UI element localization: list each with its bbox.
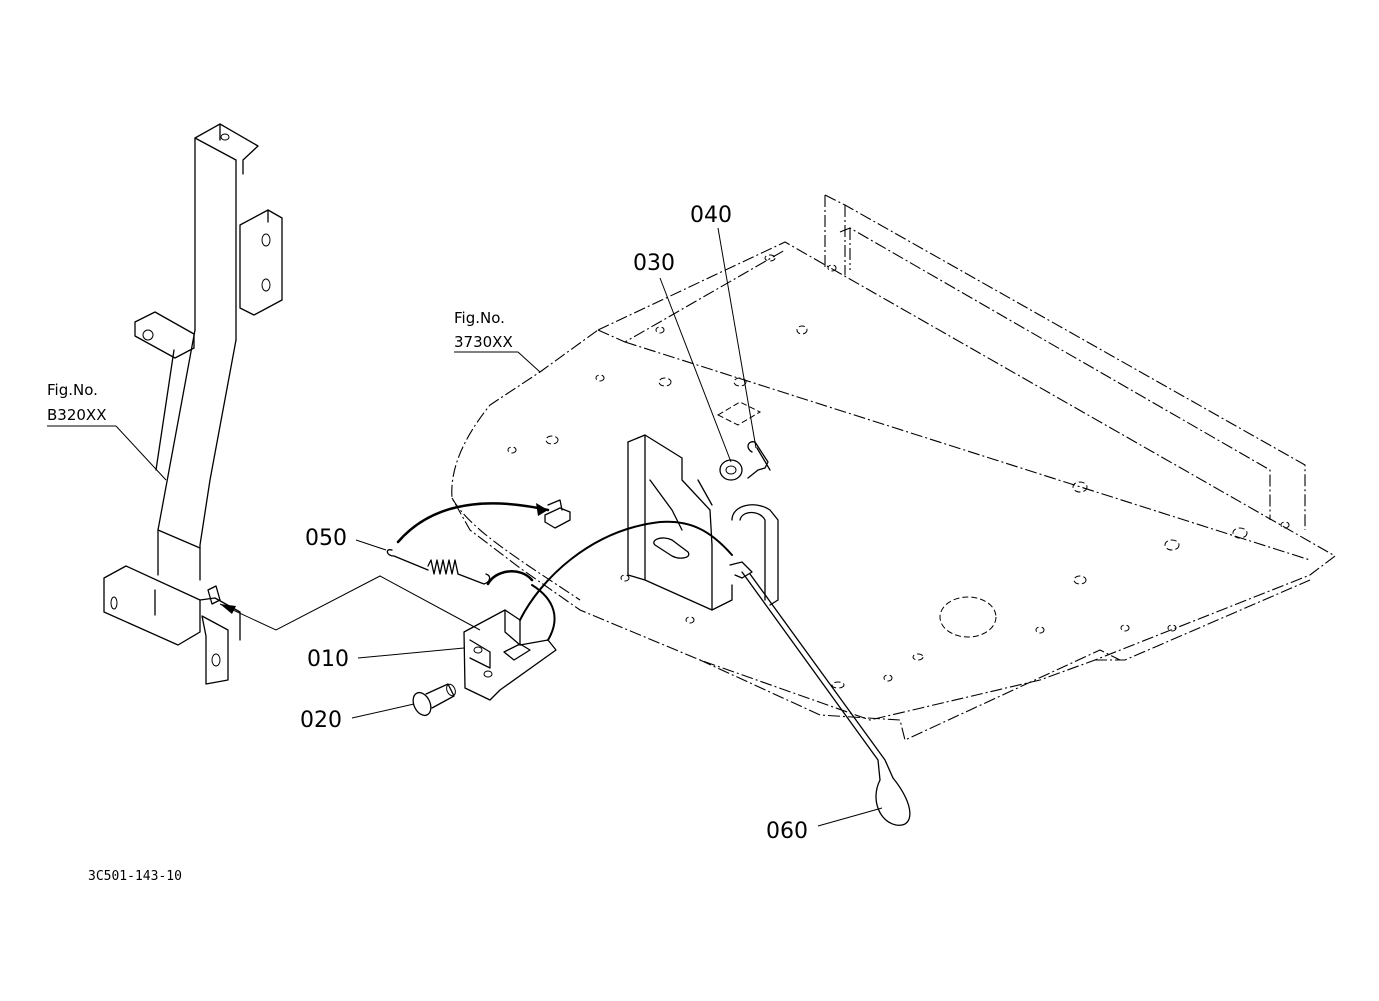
part-label-020: 020	[300, 708, 342, 733]
spring-anchor-clip	[544, 499, 571, 529]
part-050-tension-spring	[386, 502, 733, 641]
part-030-washer	[719, 459, 743, 481]
part-label-060: 060	[766, 819, 808, 844]
assembly-arrow	[219, 575, 481, 631]
figure-ref-left-line1: Fig.No.	[47, 381, 98, 399]
part-label-040: 040	[690, 203, 732, 228]
part-010-latch-plate	[463, 609, 557, 701]
leader-lines	[47, 227, 883, 827]
part-label-050: 050	[305, 526, 347, 551]
part-040-cotter-pin	[747, 441, 771, 479]
part-060-release-rod	[729, 561, 911, 826]
left-frame-bracket	[103, 123, 283, 685]
part-020-clevis-pin	[412, 683, 456, 717]
part-label-010: 010	[307, 647, 349, 672]
part-label-030: 030	[633, 251, 675, 276]
latch-hook-bracket	[627, 434, 779, 611]
figure-ref-right-line2: 3730XX	[454, 333, 513, 351]
figure-ref-right-line1: Fig.No.	[454, 309, 505, 327]
figure-ref-left-line2: B320XX	[47, 406, 106, 424]
drawing-code: 3C501-143-10	[88, 869, 182, 884]
floor-plate-assembly	[451, 194, 1336, 741]
